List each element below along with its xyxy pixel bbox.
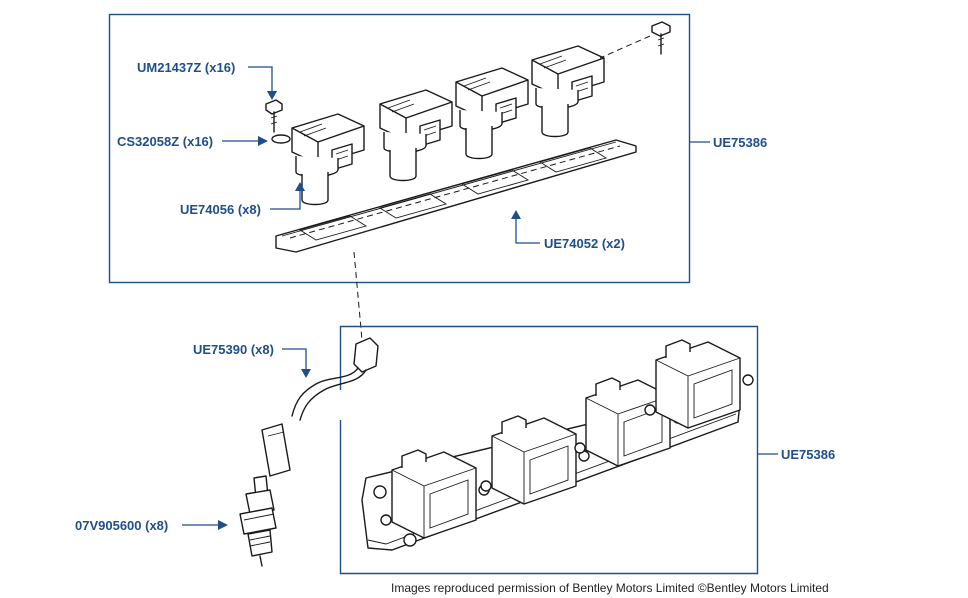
- callout-lead-label: UE75390 (x8): [193, 342, 274, 357]
- callout-plug-leader: [182, 520, 228, 530]
- lower-assembly-panel: [339, 325, 759, 575]
- callout-washer-label: CS32058Z (x16): [117, 134, 213, 149]
- callout-coil-leader: [270, 182, 305, 210]
- bolt-leader-line: [599, 35, 651, 59]
- bolt-icon-2: [651, 21, 671, 55]
- callout-bolt-leader: [248, 66, 277, 100]
- callout-assembly-bottom-label: UE75386: [781, 447, 835, 462]
- bolt-icon: [265, 99, 283, 133]
- callout-assembly-top-label: UE75386: [713, 135, 767, 150]
- assembly-link-line: [353, 251, 363, 341]
- ignition-coil-2: [379, 89, 453, 182]
- coil-gasket-plate: [275, 139, 637, 253]
- callout-bolt-label: UM21437Z (x16): [137, 60, 235, 75]
- callout-washer-leader: [222, 136, 268, 146]
- callout-gasket-leader: [511, 210, 540, 244]
- ignition-coil-4: [531, 45, 605, 138]
- image-credit: Images reproduced permission of Bentley …: [391, 581, 829, 595]
- spark-plug-icon: [239, 475, 277, 567]
- washer-icon: [271, 134, 291, 144]
- ignition-coil-3: [455, 67, 529, 160]
- upper-assembly-panel: [108, 13, 691, 284]
- ht-lead-icon: [261, 337, 379, 477]
- callout-coil-label: UE74056 (x8): [180, 202, 261, 217]
- callout-lead-leader: [282, 348, 311, 378]
- callout-plug-label: 07V905600 (x8): [75, 518, 168, 533]
- callout-gasket-label: UE74052 (x2): [544, 236, 625, 251]
